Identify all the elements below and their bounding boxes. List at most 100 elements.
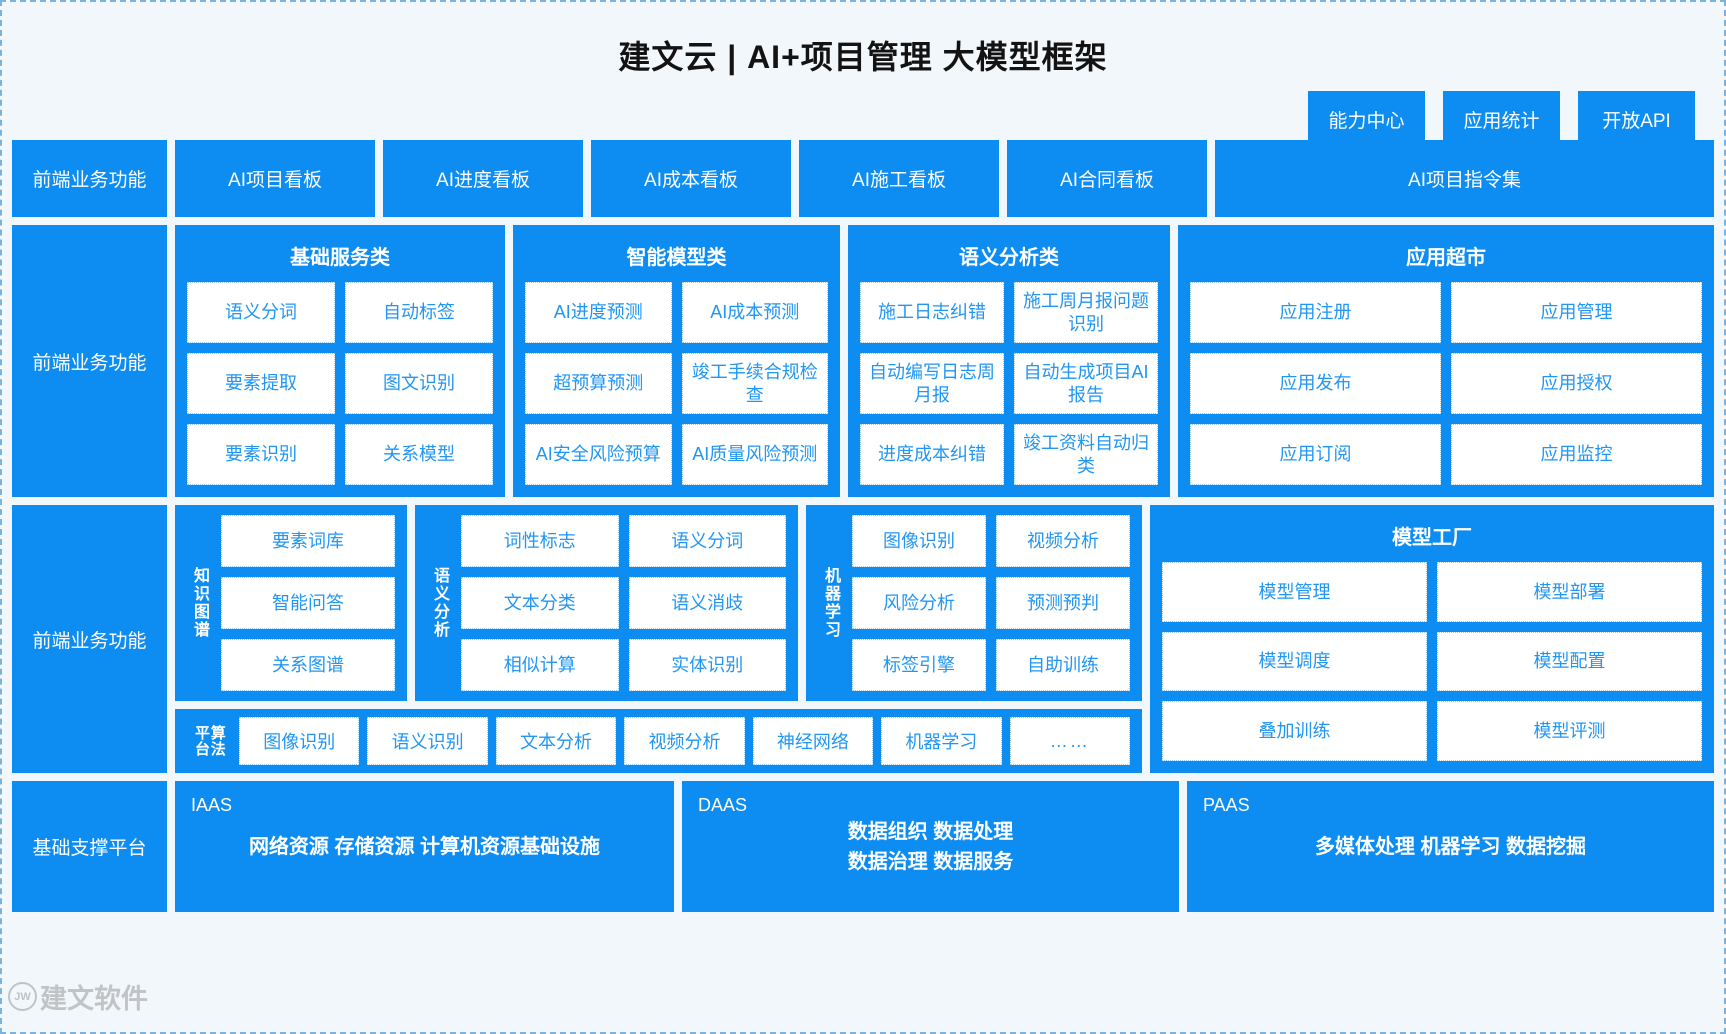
tile-progress-cost-correction[interactable]: 进度成本纠错 xyxy=(860,424,1004,485)
algo-tile-neural-network[interactable]: 神经网络 xyxy=(752,717,874,765)
row-label-capabilities-frontend: 前端业务功能 xyxy=(12,505,167,773)
base-card-iaas[interactable]: IAAS 网络资源 存储资源 计算机资源基础设施 xyxy=(175,781,674,912)
tile-model-deployment[interactable]: 模型部署 xyxy=(1437,562,1702,622)
base-text-paas: 多媒体处理 机器学习 数据挖掘 xyxy=(1314,835,1587,858)
tile-ai-progress-prediction[interactable]: AI进度预测 xyxy=(525,282,672,343)
header-button-capability-center[interactable]: 能力中心 xyxy=(1308,91,1425,147)
base-card-daas[interactable]: DAAS 数据组织 数据处理 数据治理 数据服务 xyxy=(682,781,1179,912)
tile-grid-model-factory: 模型管理 模型部署 模型调度 模型配置 叠加训练 模型评测 xyxy=(1162,562,1702,761)
cell-ai-contract-board[interactable]: AI合同看板 xyxy=(1007,140,1207,217)
tile-app-register[interactable]: 应用注册 xyxy=(1190,282,1441,343)
group-label-semantic-analysis: 语义分析 xyxy=(431,567,448,639)
tile-relation-graph[interactable]: 关系图谱 xyxy=(221,639,395,691)
cell-ai-project-instruction-set[interactable]: AI项目指令集 xyxy=(1215,140,1714,217)
header-button-app-statistics[interactable]: 应用统计 xyxy=(1443,91,1560,147)
tile-auto-write-log-report[interactable]: 自动编写日志周月报 xyxy=(860,353,1004,414)
algo-tile-image-recognition[interactable]: 图像识别 xyxy=(239,717,360,765)
tile-app-monitor[interactable]: 应用监控 xyxy=(1451,424,1702,485)
tile-construction-log-correction[interactable]: 施工日志纠错 xyxy=(860,282,1004,343)
row-label-frontend-business: 前端业务功能 xyxy=(12,140,167,217)
algo-tile-video-analysis[interactable]: 视频分析 xyxy=(624,717,745,765)
tile-text-classification[interactable]: 文本分类 xyxy=(461,577,619,629)
capabilities-groups: 知识图谱 要素词库 智能问答 关系图谱 语义分析 词性标志 语义分词 文本分类 … xyxy=(175,505,1142,701)
tile-model-management[interactable]: 模型管理 xyxy=(1162,562,1427,622)
platform-algorithms-label-part2: 算法 xyxy=(208,725,226,757)
tile-completion-docs-auto-classify[interactable]: 竣工资料自动归类 xyxy=(1014,424,1158,485)
tile-semantic-segmentation[interactable]: 语义分词 xyxy=(187,282,335,343)
tile-pos-tagging[interactable]: 词性标志 xyxy=(461,515,619,567)
tile-semantic-tokenize[interactable]: 语义分词 xyxy=(628,515,786,567)
algo-tile-more[interactable]: …… xyxy=(1009,717,1130,765)
panel-title-app-marketplace: 应用超市 xyxy=(1406,247,1486,269)
tile-image-text-recognition[interactable]: 图文识别 xyxy=(345,353,493,414)
tile-model-scheduling[interactable]: 模型调度 xyxy=(1162,631,1427,692)
tile-self-training[interactable]: 自助训练 xyxy=(996,639,1130,691)
tile-auto-label[interactable]: 自动标签 xyxy=(345,282,493,343)
tile-app-publish[interactable]: 应用发布 xyxy=(1190,353,1441,414)
tile-grid-semantic-capability: 词性标志 语义分词 文本分类 语义消歧 相似计算 实体识别 xyxy=(461,515,786,691)
tile-element-extraction[interactable]: 要素提取 xyxy=(187,353,335,414)
row-label-service-frontend: 前端业务功能 xyxy=(12,225,167,497)
base-tag-daas: DAAS xyxy=(698,795,748,815)
tile-similarity-computation[interactable]: 相似计算 xyxy=(461,639,619,691)
diagram-header: 建文云 | AI+项目管理 大模型框架 能力中心 应用统计 开放API xyxy=(12,10,1714,147)
tile-risk-analysis[interactable]: 风险分析 xyxy=(852,577,986,629)
tile-model-evaluation[interactable]: 模型评测 xyxy=(1437,701,1702,761)
tile-completion-compliance-check[interactable]: 竣工手续合规检查 xyxy=(681,353,828,414)
tile-ai-cost-prediction[interactable]: AI成本预测 xyxy=(681,282,828,343)
tile-image-recognition[interactable]: 图像识别 xyxy=(852,515,986,567)
base-platform-cards: IAAS 网络资源 存储资源 计算机资源基础设施 DAAS 数据组织 数据处理 … xyxy=(175,781,1714,912)
tile-weekly-monthly-report-issue-id[interactable]: 施工周月报问题识别 xyxy=(1014,282,1158,343)
tile-prediction-judgment[interactable]: 预测预判 xyxy=(996,577,1130,629)
tile-grid-basic-services: 语义分词 自动标签 要素提取 图文识别 要素识别 关系模型 xyxy=(187,282,493,485)
tile-app-subscribe[interactable]: 应用订阅 xyxy=(1190,424,1441,485)
watermark: JW 建文软件 xyxy=(8,977,148,1016)
tile-auto-generate-ai-report[interactable]: 自动生成项目AI报告 xyxy=(1014,353,1158,414)
tile-element-lexicon[interactable]: 要素词库 xyxy=(221,515,395,567)
row-base-platform: 基础支撑平台 IAAS 网络资源 存储资源 计算机资源基础设施 DAAS 数据组… xyxy=(12,781,1714,912)
tile-grid-knowledge-graph: 要素词库 智能问答 关系图谱 xyxy=(221,515,395,691)
tile-element-recognition[interactable]: 要素识别 xyxy=(187,424,335,485)
tile-semantic-disambiguation[interactable]: 语义消歧 xyxy=(628,577,786,629)
tile-relation-model[interactable]: 关系模型 xyxy=(345,424,493,485)
panel-basic-services: 基础服务类 语义分词 自动标签 要素提取 图文识别 要素识别 关系模型 xyxy=(175,225,505,497)
tile-over-budget-prediction[interactable]: 超预算预测 xyxy=(525,353,672,414)
tile-grid-machine-learning: 图像识别 视频分析 风险分析 预测预判 标签引擎 自助训练 xyxy=(852,515,1130,691)
row-service-categories: 前端业务功能 基础服务类 语义分词 自动标签 要素提取 图文识别 要素识别 关系… xyxy=(12,225,1714,497)
platform-algorithms-label-part1: 平台 xyxy=(193,725,210,757)
cell-ai-construction-board[interactable]: AI施工看板 xyxy=(799,140,999,217)
group-label-machine-learning: 机器学习 xyxy=(822,567,839,639)
tile-app-manage[interactable]: 应用管理 xyxy=(1451,282,1702,343)
tile-stacked-training[interactable]: 叠加训练 xyxy=(1162,701,1427,761)
tile-entity-recognition[interactable]: 实体识别 xyxy=(628,639,786,691)
base-tag-iaas: IAAS xyxy=(191,795,233,815)
base-card-paas[interactable]: PAAS 多媒体处理 机器学习 数据挖掘 xyxy=(1187,781,1714,912)
algo-tile-text-analysis[interactable]: 文本分析 xyxy=(495,717,617,765)
tile-app-authorize[interactable]: 应用授权 xyxy=(1451,353,1702,414)
tile-intelligent-qa[interactable]: 智能问答 xyxy=(221,577,395,629)
tile-ai-safety-risk-budget[interactable]: AI安全风险预算 xyxy=(525,424,672,485)
frontend-cells: AI项目看板 AI进度看板 AI成本看板 AI施工看板 AI合同看板 AI项目指… xyxy=(175,140,1714,217)
algo-tile-semantic-recognition[interactable]: 语义识别 xyxy=(367,717,488,765)
row-label-base-platform: 基础支撑平台 xyxy=(12,781,167,912)
panel-model-factory: 模型工厂 模型管理 模型部署 模型调度 模型配置 叠加训练 模型评测 xyxy=(1150,505,1714,773)
platform-algorithms-strip: 平台 算法 图像识别 语义识别 文本分析 视频分析 神经网络 机器学习 …… xyxy=(175,709,1142,773)
cell-ai-progress-board[interactable]: AI进度看板 xyxy=(383,140,583,217)
base-text-daas: 数据组织 数据处理 数据治理 数据服务 xyxy=(847,820,1014,873)
watermark-logo-icon: JW xyxy=(8,982,37,1011)
tile-video-analysis[interactable]: 视频分析 xyxy=(996,515,1130,567)
tile-label-engine[interactable]: 标签引擎 xyxy=(852,639,986,691)
row-ai-capabilities: 前端业务功能 知识图谱 要素词库 智能问答 关系图谱 语义分析 词性标志 语义分… xyxy=(12,505,1714,773)
cell-ai-cost-board[interactable]: AI成本看板 xyxy=(591,140,791,217)
base-tag-paas: PAAS xyxy=(1203,795,1250,815)
cell-ai-project-board[interactable]: AI项目看板 xyxy=(175,140,375,217)
tile-ai-quality-risk-prediction[interactable]: AI质量风险预测 xyxy=(681,424,828,485)
algo-tile-machine-learning[interactable]: 机器学习 xyxy=(881,717,1002,765)
base-text-iaas: 网络资源 存储资源 计算机资源基础设施 xyxy=(248,835,601,858)
tile-model-configuration[interactable]: 模型配置 xyxy=(1437,631,1702,692)
panel-intelligent-models: 智能模型类 AI进度预测 AI成本预测 超预算预测 竣工手续合规检查 AI安全风… xyxy=(513,225,840,497)
header-button-open-api[interactable]: 开放API xyxy=(1578,91,1695,147)
panel-app-marketplace: 应用超市 应用注册 应用管理 应用发布 应用授权 应用订阅 应用监控 xyxy=(1178,225,1714,497)
watermark-text: 建文软件 xyxy=(40,984,148,1014)
